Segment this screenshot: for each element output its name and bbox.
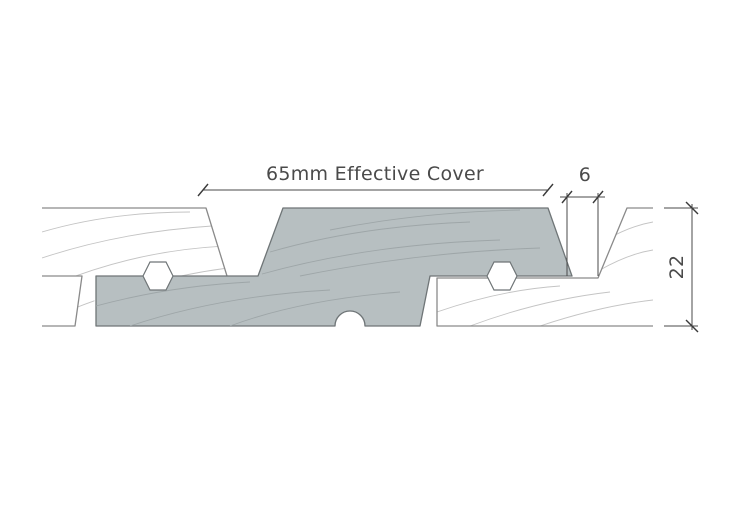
left-adjacent-board (42, 207, 228, 327)
thickness-label: 22 (666, 255, 688, 280)
fixing-hole-left (142, 261, 174, 291)
gap-dimension: 6 (560, 164, 605, 276)
gap-label: 6 (579, 164, 591, 186)
effective-cover-label: 65mm Effective Cover (266, 163, 484, 185)
center-profile-board (95, 207, 573, 327)
effective-cover-dimension: 65mm Effective Cover (197, 163, 554, 197)
thickness-dimension: 22 (664, 201, 699, 333)
fixing-hole-right (486, 261, 518, 291)
